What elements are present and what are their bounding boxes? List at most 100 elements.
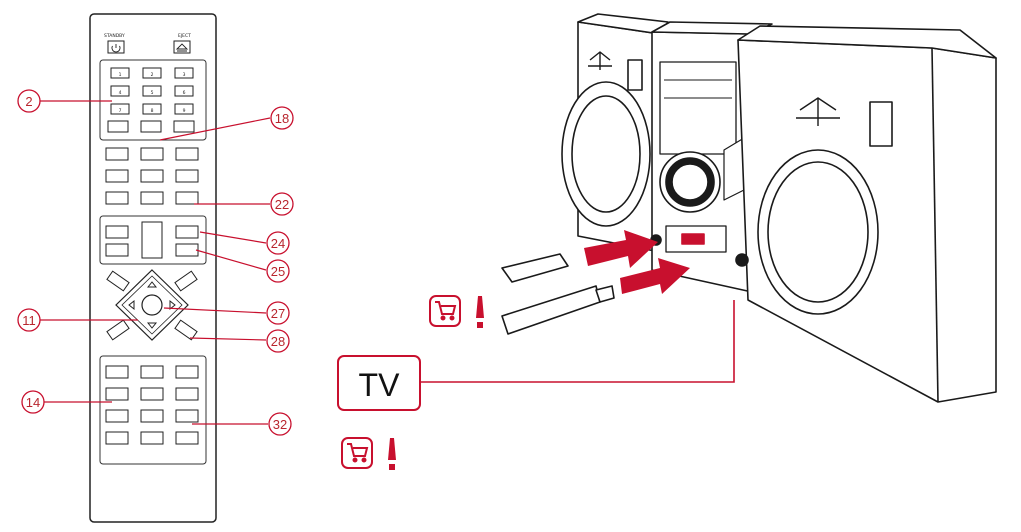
number-key-label: 2 [151,72,154,78]
tv-label: TV [359,367,401,403]
remote-button[interactable] [175,387,199,401]
remote-button[interactable] [175,243,199,257]
number-pad: 1 2 3 4 5 6 7 8 9 [107,67,195,133]
remote-button[interactable] [175,169,199,183]
remote-button[interactable] [105,147,129,161]
hifi-system [561,13,997,403]
insert-arrows [584,230,690,294]
callout-circle [268,412,292,436]
usb-stick [501,285,615,335]
number-key-label: 1 [119,72,122,78]
number-key[interactable] [174,103,194,115]
down-arrow-icon[interactable] [146,322,158,329]
remote-button[interactable] [105,225,129,239]
exclamation-icon [388,438,396,470]
number-key[interactable] [110,103,130,115]
remote-button[interactable] [105,431,129,445]
remote-button[interactable] [174,270,198,292]
number-key-label: 6 [183,90,186,96]
callout-circle [266,231,290,255]
function-buttons [105,147,199,205]
number-key[interactable] [110,85,130,97]
callout-circle [266,329,290,353]
remote-button[interactable] [175,225,199,239]
number-key[interactable] [142,67,162,79]
storage-media [501,253,615,335]
remote-button[interactable] [140,365,164,379]
shopping-cart-icon [435,301,457,321]
callout-circle [21,390,45,414]
remote-button[interactable] [140,431,164,445]
callout-number: 22 [275,197,289,212]
callout-circle [17,308,41,332]
eject-icon [175,43,189,52]
tv-box: TV [337,355,421,411]
callout-number: 2 [25,94,32,109]
remote-button[interactable] [140,409,164,423]
arrow-right-icon [620,258,690,294]
bottom-buttons [105,365,199,445]
remote-button[interactable] [174,319,198,341]
remote-button[interactable] [140,191,164,205]
number-key[interactable] [142,85,162,97]
number-key[interactable] [174,67,194,79]
arrow-right-icon [584,230,658,268]
ok-button[interactable] [141,294,163,316]
left-speaker [561,13,669,253]
number-key[interactable] [110,67,130,79]
callout-circle [270,192,294,216]
callout-circle [266,259,290,283]
eject-label: EJECT [178,33,191,39]
callout-number: 18 [275,111,289,126]
remote-button[interactable] [105,243,129,257]
remote-button[interactable] [106,270,130,292]
right-speaker [735,25,997,403]
cart-badge [341,437,373,469]
number-key-label: 8 [151,108,154,114]
left-arrow-icon[interactable] [128,299,135,311]
callout-circle [17,89,41,113]
callout-number: 25 [271,264,285,279]
remote-button[interactable] [140,147,164,161]
remote-button[interactable] [140,387,164,401]
remote-button[interactable] [105,365,129,379]
callout-number: 14 [26,395,40,410]
callout-badges: 2 11 14 18 22 24 25 27 28 32 [17,89,294,436]
remote-button[interactable] [105,409,129,423]
callout-circle [270,106,294,130]
remote-button[interactable] [107,120,129,133]
callouts [40,100,271,425]
remote-button[interactable] [105,191,129,205]
sd-card [501,253,569,283]
remote-button[interactable] [175,409,199,423]
remote-button[interactable] [140,169,164,183]
remote-button[interactable] [175,431,199,445]
remote-button[interactable] [173,120,195,133]
callout-circle [266,301,290,325]
optional-accessory-note [341,437,396,470]
main-unit [650,21,773,293]
remote-button[interactable] [175,147,199,161]
standby-label: STANDBY [104,33,125,39]
tv-connection-line [420,300,735,383]
power-icon [111,44,121,53]
callout-number: 32 [273,417,287,432]
remote-button[interactable] [106,319,130,341]
remote-button[interactable] [175,191,199,205]
remote-button[interactable] [105,169,129,183]
callout-number: 24 [271,236,285,251]
remote-button[interactable] [140,120,162,133]
right-arrow-icon[interactable] [169,299,176,311]
number-key[interactable] [142,103,162,115]
up-arrow-icon[interactable] [146,281,158,288]
callout-number: 11 [22,313,36,328]
remote-control: STANDBY EJECT 1 2 3 4 5 6 [89,13,217,523]
number-key-label: 5 [151,90,154,96]
eject-button[interactable] [173,40,191,54]
remote-button[interactable] [105,387,129,401]
remote-button[interactable] [175,365,199,379]
volume-rocker[interactable] [141,221,163,259]
number-key[interactable] [174,85,194,97]
usb-port [681,233,705,245]
